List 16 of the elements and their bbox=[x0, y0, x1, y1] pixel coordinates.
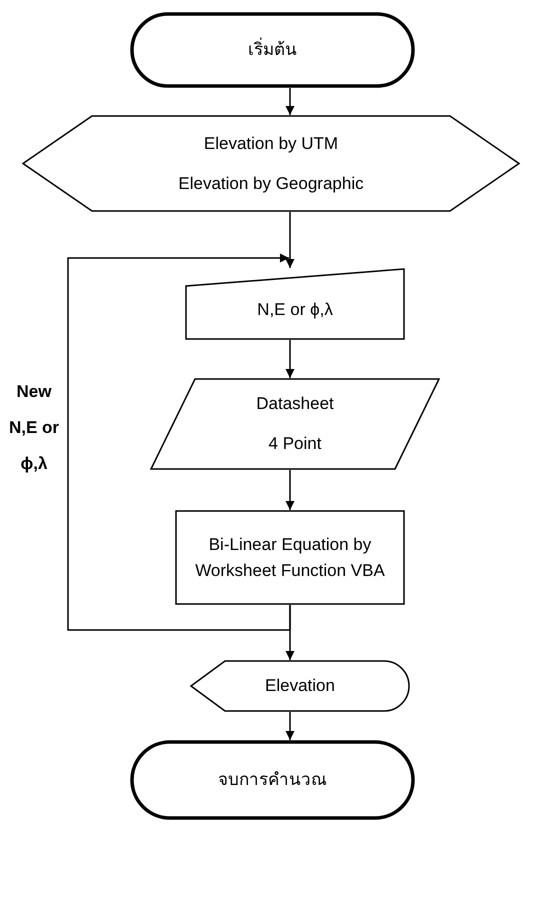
node-text: Elevation bbox=[265, 675, 335, 697]
arrow bbox=[67, 254, 291, 631]
arrow bbox=[286, 340, 294, 378]
node-text: จบการคำนวณ bbox=[218, 769, 327, 791]
arrow bbox=[286, 212, 294, 268]
node-text: Elevation by Geographic bbox=[178, 172, 364, 194]
arrow bbox=[286, 470, 294, 510]
node-text: 4 Point bbox=[268, 433, 322, 455]
node-text: Bi-Linear Equation by Worksheet Function VBA bbox=[194, 534, 386, 582]
node-text: N,E or ϕ,λ bbox=[257, 299, 333, 321]
node-text: Datasheet bbox=[256, 393, 334, 415]
node-text: Elevation by UTM bbox=[204, 132, 338, 154]
arrow bbox=[286, 88, 294, 115]
arrow bbox=[286, 712, 294, 740]
node-text: เริ่มต้น bbox=[248, 37, 297, 63]
edge-label: New N,E or ϕ,λ bbox=[8, 381, 60, 475]
